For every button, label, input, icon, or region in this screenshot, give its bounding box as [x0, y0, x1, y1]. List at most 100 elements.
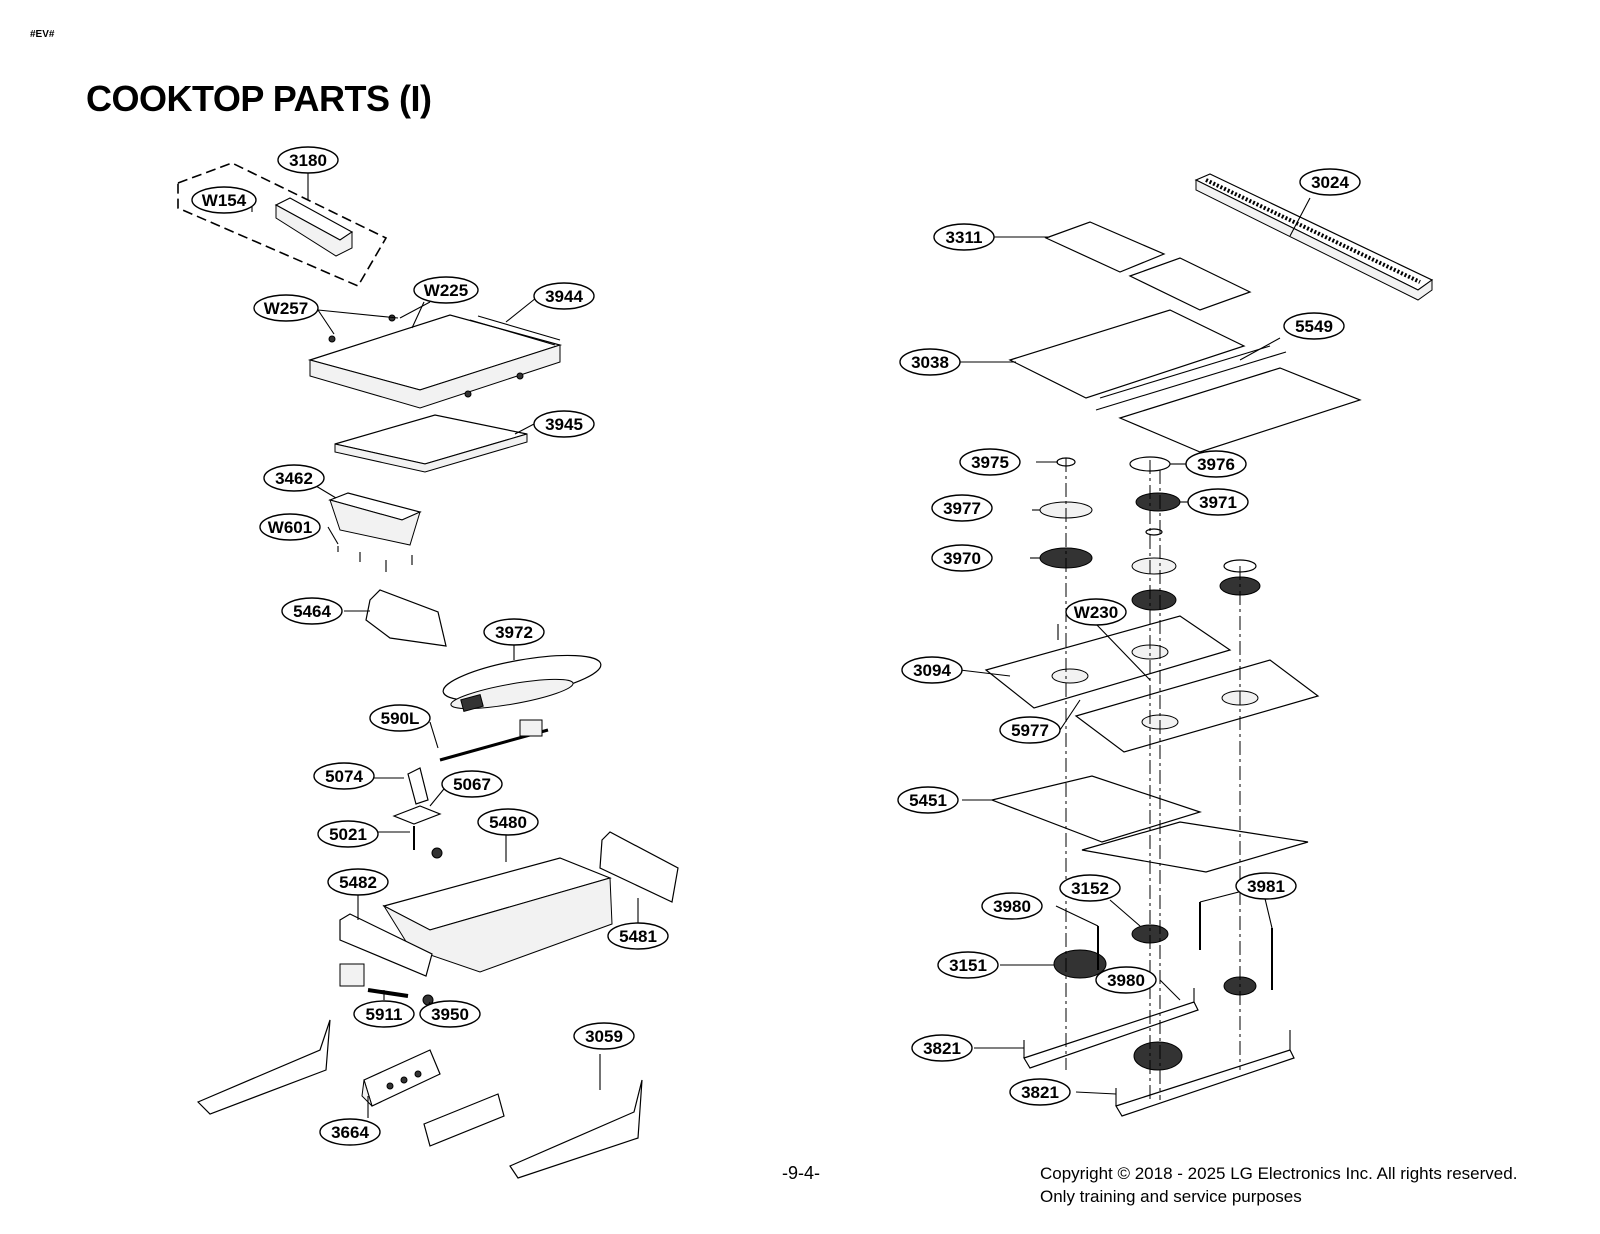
callout-W257: W257 — [253, 294, 319, 322]
svg-text:3980: 3980 — [1107, 971, 1145, 990]
svg-text:3152: 3152 — [1071, 879, 1109, 898]
svg-text:5549: 5549 — [1295, 317, 1333, 336]
svg-text:5021: 5021 — [329, 825, 367, 844]
callout-3976: 3976 — [1185, 450, 1247, 478]
left-assembly — [177, 162, 679, 1179]
part-3180-tray-side — [275, 204, 353, 257]
page-number: -9-4- — [782, 1163, 821, 1183]
svg-text:5482: 5482 — [339, 873, 377, 892]
callout-3950: 3950 — [419, 1000, 481, 1028]
svg-text:5911: 5911 — [366, 1005, 403, 1024]
callout-3038: 3038 — [899, 348, 961, 376]
part-lower-bracket — [423, 1093, 505, 1147]
leader-lines — [251, 172, 1311, 1118]
callout-5481: 5481 — [607, 922, 669, 950]
part-3971-burner — [1135, 492, 1181, 512]
part-3038-grate-2 — [1118, 367, 1362, 453]
callout-3821: 3821 — [911, 1034, 973, 1062]
svg-text:3981: 3981 — [1247, 877, 1285, 896]
callouts: 3180 W154 W225 W257 3944 3945 3462 W601 … — [191, 146, 1361, 1146]
part-5067-plate — [392, 805, 442, 825]
callout-W601: W601 — [259, 513, 321, 541]
callout-3977: 3977 — [931, 494, 993, 522]
callout-3664: 3664 — [319, 1118, 381, 1146]
part-5481-panel — [599, 831, 679, 903]
callout-590L: 590L — [369, 704, 431, 732]
svg-text:3972: 3972 — [495, 623, 533, 642]
part-3094-burner-box — [984, 615, 1232, 709]
part-5911-valve-bracket — [339, 963, 365, 987]
part-3311-grate-2 — [1128, 257, 1252, 311]
part-5451-pan — [989, 775, 1202, 843]
callout-3094: 3094 — [901, 656, 963, 684]
svg-text:3971: 3971 — [1199, 493, 1237, 512]
copyright-line: Copyright © 2018 - 2025 LG Electronics I… — [1040, 1164, 1518, 1183]
copyright-notice: Copyright © 2018 - 2025 LG Electronics I… — [1040, 1162, 1517, 1208]
svg-text:W154: W154 — [202, 191, 247, 210]
svg-text:W257: W257 — [264, 299, 308, 318]
callout-5021: 5021 — [317, 820, 379, 848]
svg-text:590L: 590L — [381, 709, 420, 728]
part-5482-rail — [339, 913, 433, 977]
callout-3024: 3024 — [1299, 168, 1361, 196]
svg-text:3976: 3976 — [1197, 455, 1235, 474]
part-3038-grate — [1008, 309, 1246, 399]
svg-text:3180: 3180 — [289, 151, 327, 170]
svg-text:3462: 3462 — [275, 469, 313, 488]
callout-3972: 3972 — [483, 618, 545, 646]
callout-3151: 3151 — [937, 951, 999, 979]
svg-text:5480: 5480 — [489, 813, 527, 832]
part-3462-bracket-body — [329, 499, 421, 546]
callout-W225: W225 — [413, 276, 479, 304]
callout-W154: W154 — [191, 186, 257, 214]
callout-3462: 3462 — [263, 464, 325, 492]
part-bottom-bracket-left — [196, 1019, 331, 1115]
callout-3945: 3945 — [533, 410, 595, 438]
svg-text:3945: 3945 — [545, 415, 583, 434]
svg-text:5481: 5481 — [619, 927, 657, 946]
callout-3980-b: 3980 — [1095, 966, 1157, 994]
svg-text:3944: 3944 — [545, 287, 583, 306]
callout-3311: 3311 — [933, 223, 995, 251]
callout-3980: 3980 — [981, 892, 1043, 920]
svg-text:3664: 3664 — [331, 1123, 369, 1142]
part-3180-group-outline — [177, 162, 388, 288]
svg-text:3094: 3094 — [913, 661, 951, 680]
part-3094-burner-box-2 — [1074, 659, 1320, 753]
document-tag: #EV# — [30, 29, 55, 40]
svg-text:3151: 3151 — [949, 956, 987, 975]
callout-3152: 3152 — [1059, 874, 1121, 902]
svg-text:5074: 5074 — [325, 767, 363, 786]
part-5451-pan-2 — [1081, 821, 1309, 873]
callout-5977: 5977 — [999, 716, 1061, 744]
callout-5482: 5482 — [327, 868, 389, 896]
part-5074-support — [407, 767, 429, 805]
callout-3180: 3180 — [277, 146, 339, 174]
svg-text:5464: 5464 — [293, 602, 331, 621]
part-5464-shield — [365, 589, 447, 647]
callout-3970: 3970 — [931, 544, 993, 572]
part-3945-tray-side — [334, 433, 528, 473]
callout-5067: 5067 — [441, 770, 503, 798]
svg-text:3970: 3970 — [943, 549, 981, 568]
callout-5549: 5549 — [1283, 312, 1345, 340]
callout-3059: 3059 — [573, 1022, 635, 1050]
svg-text:3311: 3311 — [946, 228, 983, 247]
part-3151-valve — [1053, 949, 1107, 979]
callout-3971: 3971 — [1187, 488, 1249, 516]
callout-5464: 5464 — [281, 597, 343, 625]
callout-5911: 5911 — [353, 1000, 415, 1028]
right-assembly — [984, 173, 1434, 1117]
page-title: COOKTOP PARTS (I) — [86, 78, 432, 119]
svg-text:3821: 3821 — [1021, 1083, 1059, 1102]
callout-3821-b: 3821 — [1009, 1078, 1071, 1106]
callout-5451: 5451 — [897, 786, 959, 814]
svg-text:3059: 3059 — [585, 1027, 623, 1046]
svg-text:W601: W601 — [268, 518, 312, 537]
callout-5480: 5480 — [477, 808, 539, 836]
svg-text:W230: W230 — [1074, 603, 1118, 622]
svg-text:3821: 3821 — [923, 1039, 961, 1058]
svg-text:3950: 3950 — [431, 1005, 469, 1024]
part-3059-bracket — [509, 1079, 643, 1179]
